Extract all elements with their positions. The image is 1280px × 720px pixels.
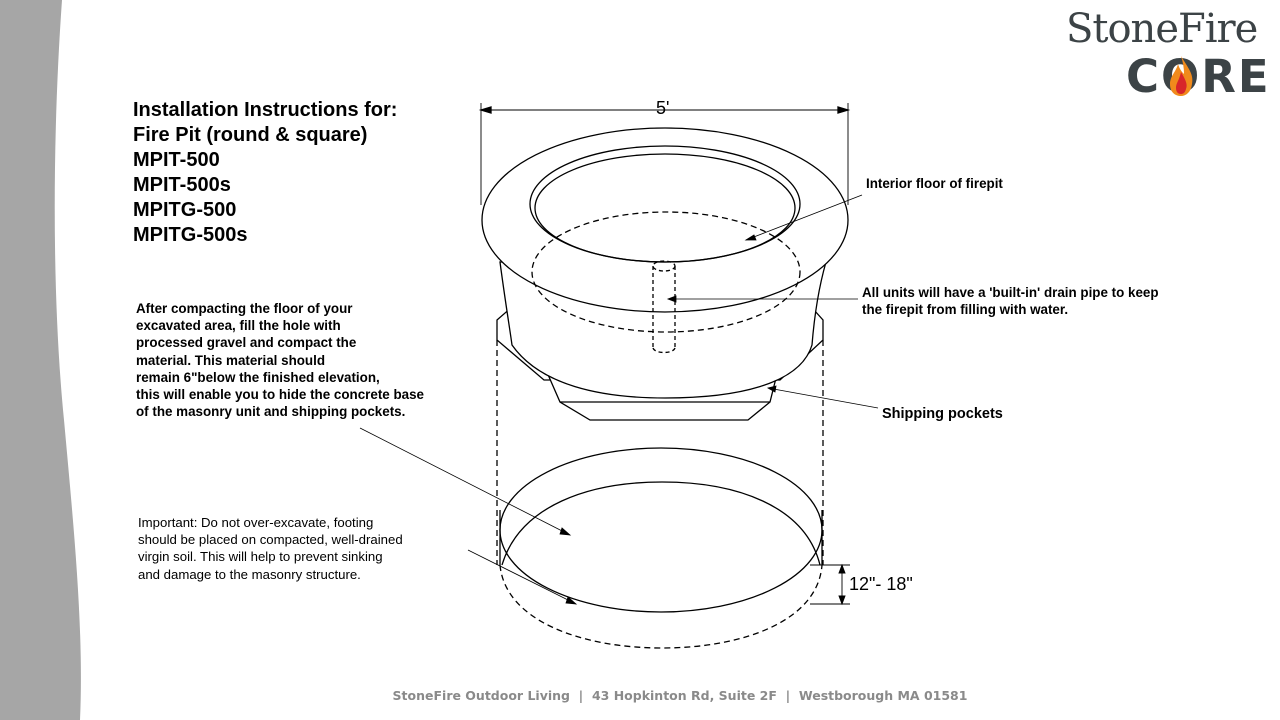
left-decorative-band [0,0,81,720]
flame-icon [1170,56,1193,96]
title-line: MPIT-500s [133,174,231,196]
interior-floor-dashed [531,211,801,333]
important-warning: Important: Do not over-excavate, footing… [138,515,403,582]
title-line: MPITG-500s [133,224,248,246]
shipping-pockets-label: Shipping pockets [882,406,1003,422]
drain-pipe [652,260,676,354]
logo-core-text: CORE [1126,50,1271,103]
width-label: 5' [656,98,670,118]
title-line: Installation Instructions for: [133,99,398,121]
logo-stonefire-text: StoneFire [1066,6,1258,52]
interior-floor-label: Interior floor of firepit [866,176,1003,191]
depth-dimension [810,563,850,606]
compacting-instructions: After compacting the floor of your excav… [136,301,424,420]
title-line: Fire Pit (round & square) [133,124,368,146]
installation-title: Installation Instructions for: Fire Pit … [133,98,397,248]
leader-lines [359,194,879,605]
title-line: MPITG-500 [133,199,237,221]
drain-pipe-label: All units will have a 'built-in' drain p… [862,285,1159,318]
fire-pit-rim-outer [481,127,849,313]
title-line: MPIT-500 [133,149,220,171]
excavation-hole [499,447,823,649]
width-dimension [478,103,851,205]
stonefire-core-logo: StoneFire CORE [1062,6,1272,103]
footer-address: StoneFire Outdoor Living | 43 Hopkinton … [392,688,968,703]
depth-label: 12"- 18" [849,574,913,594]
